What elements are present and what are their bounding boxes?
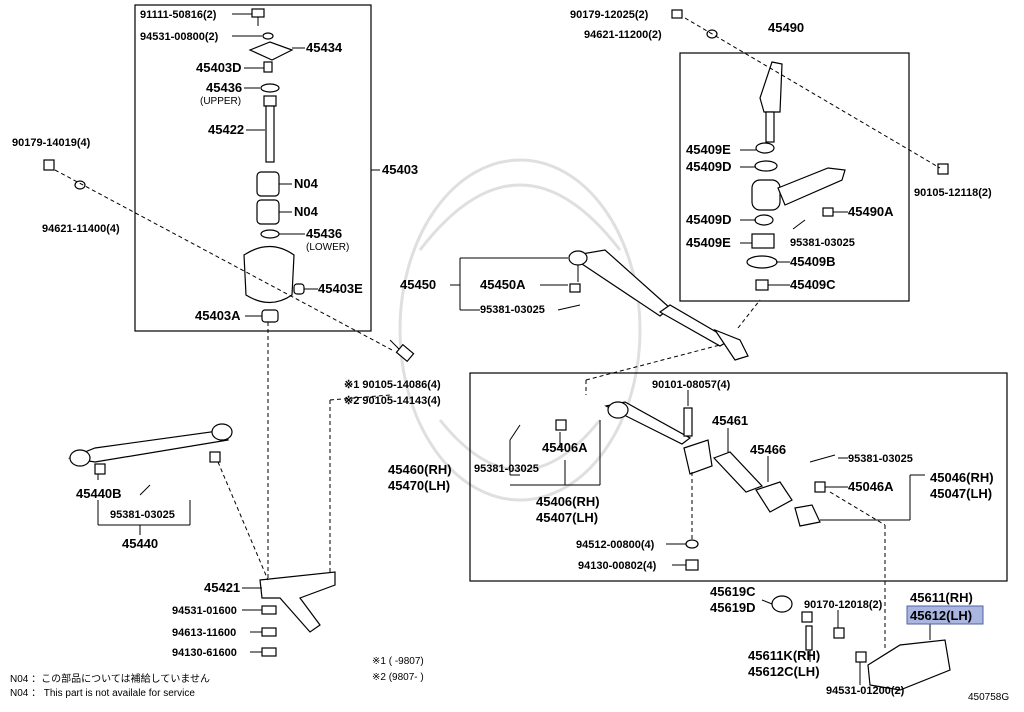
box-idler-arm (134, 4, 372, 332)
label-94613-11600[interactable]: 94613-11600 (172, 627, 236, 639)
label-45436-lower[interactable]: 45436 (306, 226, 342, 241)
label-45450a[interactable]: 45450A (480, 277, 526, 292)
label-94621-11400[interactable]: 94621-11400(4) (42, 223, 120, 235)
label-45422[interactable]: 45422 (208, 122, 244, 137)
box-pitman-arm (679, 52, 910, 302)
dashed-leaders (54, 17, 941, 650)
label-91111-50816[interactable]: 91111-50816(2) (140, 9, 217, 21)
label-94531-01200[interactable]: 94531-01200(2) (826, 685, 905, 697)
label-95381-03025-e[interactable]: 95381-03025 (110, 509, 175, 521)
label-45619c[interactable]: 45619C (710, 584, 756, 599)
label-45409c[interactable]: 45409C (790, 277, 836, 292)
label-45406-rh[interactable]: 45406(RH) (536, 494, 600, 509)
label-45490[interactable]: 45490 (768, 20, 804, 35)
label-90105-14143[interactable]: ※2 90105-14143(4) (344, 395, 441, 407)
label-45046a[interactable]: 45046A (848, 479, 894, 494)
label-95381-03025-d[interactable]: 95381-03025 (474, 463, 539, 475)
label-45409d-b[interactable]: 45409D (686, 212, 732, 227)
label-45421[interactable]: 45421 (204, 580, 240, 595)
label-45466[interactable]: 45466 (750, 442, 786, 457)
label-94512-00800[interactable]: 94512-00800(4) (576, 539, 655, 551)
label-45406a[interactable]: 45406A (542, 440, 588, 455)
part-labels: 91111-50816(2) 94531-00800(2) 45434 4540… (12, 9, 994, 697)
label-45450[interactable]: 45450 (400, 277, 436, 292)
label-45619d[interactable]: 45619D (710, 600, 756, 615)
label-45612-lh[interactable]: 45612(LH) (910, 608, 972, 623)
footnotes: N04 ：この部品については補給していません N04 ： This part i… (10, 656, 1009, 703)
label-95381-03025-b[interactable]: 95381-03025 (480, 304, 545, 316)
label-90170-12018[interactable]: 90170-12018(2) (804, 599, 883, 611)
label-45403[interactable]: 45403 (382, 162, 418, 177)
label-45612c-lh[interactable]: 45612C(LH) (748, 664, 820, 679)
label-45611k-rh[interactable]: 45611K(RH) (748, 648, 820, 663)
label-45409b[interactable]: 45409B (790, 254, 836, 269)
box-tie-rod (469, 372, 1008, 582)
label-45460-rh[interactable]: 45460(RH) (388, 462, 452, 477)
note-en: N04 ： This part is not availale for serv… (10, 688, 195, 699)
label-90179-12025[interactable]: 90179-12025(2) (570, 9, 649, 21)
label-45409d-a[interactable]: 45409D (686, 159, 732, 174)
label-n04-b: N04 (294, 204, 319, 219)
label-45440b[interactable]: 45440B (76, 486, 122, 501)
label-45440[interactable]: 45440 (122, 536, 158, 551)
diagram-code: 450758G (968, 692, 1009, 703)
label-94531-01600[interactable]: 94531-01600 (172, 605, 237, 617)
label-45403d[interactable]: 45403D (196, 60, 242, 75)
label-45611-rh[interactable]: 45611(RH) (910, 590, 973, 605)
label-45409e-a[interactable]: 45409E (686, 142, 731, 157)
label-n04-a: N04 (294, 176, 319, 191)
label-45403a[interactable]: 45403A (195, 308, 241, 323)
left-tie-rod-parts (67, 423, 233, 496)
tie-rod-parts (509, 401, 836, 571)
note-range2: ※2 (9807- ) (372, 672, 424, 683)
label-45436-upper[interactable]: 45436 (206, 80, 242, 95)
knuckle-arm-parts (771, 595, 951, 691)
label-upper: (UPPER) (200, 96, 241, 107)
label-94621-11200[interactable]: 94621-11200(2) (584, 29, 662, 41)
note-jp: N04 ：この部品については補給していません (10, 672, 210, 685)
idler-arm-parts (243, 8, 305, 323)
idler-arm-lower-parts (259, 571, 336, 657)
label-90179-14019[interactable]: 90179-14019(4) (12, 137, 91, 149)
leader-lines (97, 13, 931, 685)
label-45409e-b[interactable]: 45409E (686, 235, 731, 250)
label-95381-03025-c[interactable]: 95381-03025 (848, 453, 913, 465)
label-90105-14086[interactable]: ※1 90105-14086(4) (344, 379, 441, 391)
label-90101-08057[interactable]: 90101-08057(4) (652, 379, 731, 391)
note-range1: ※1 ( -9807) (372, 656, 424, 667)
label-45461[interactable]: 45461 (712, 413, 748, 428)
label-45470-lh[interactable]: 45470(LH) (388, 478, 450, 493)
label-94130-61600[interactable]: 94130-61600 (172, 647, 237, 659)
label-45434[interactable]: 45434 (306, 40, 343, 55)
relay-rod-parts (389, 249, 749, 363)
label-45490a[interactable]: 45490A (848, 204, 894, 219)
label-45046-rh[interactable]: 45046(RH) (930, 470, 994, 485)
highlight-45612 (906, 605, 984, 625)
label-94130-00802[interactable]: 94130-00802(4) (578, 560, 657, 572)
watermark-emblem (398, 158, 642, 502)
label-45047-lh[interactable]: 45047(LH) (930, 486, 992, 501)
label-90105-12118[interactable]: 90105-12118(2) (914, 187, 992, 199)
label-94531-00800[interactable]: 94531-00800(2) (140, 31, 219, 43)
label-lower: (LOWER) (306, 242, 349, 253)
label-95381-03025-a[interactable]: 95381-03025 (790, 237, 855, 249)
label-45403e[interactable]: 45403E (318, 281, 363, 296)
label-45407-lh[interactable]: 45407(LH) (536, 510, 598, 525)
